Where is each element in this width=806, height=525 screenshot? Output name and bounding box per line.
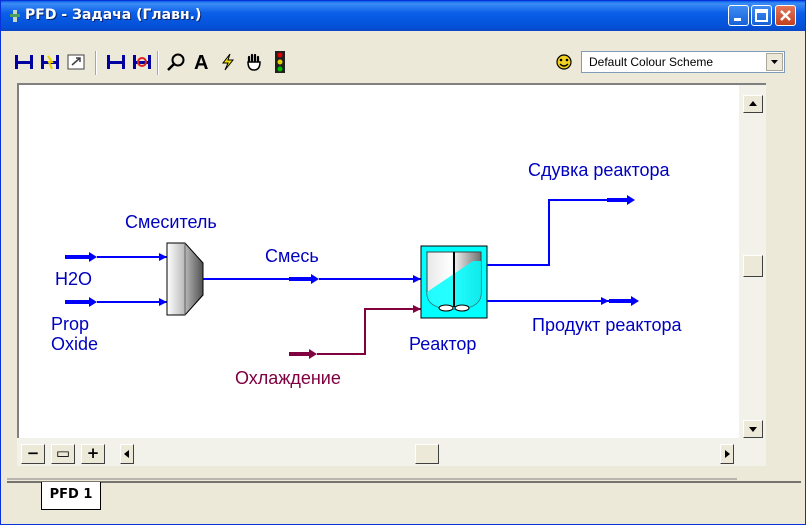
stream-label-prop-oxide-2: Oxide [51, 334, 98, 354]
attach-mode-icon[interactable] [13, 51, 35, 73]
dropdown-button[interactable] [766, 53, 783, 71]
size-mode-icon[interactable] [65, 51, 87, 73]
pfd-canvas[interactable]: H2O Prop Oxide Смеситель [17, 83, 739, 438]
title-bar[interactable]: PFD - Задача (Главн.) [1, 1, 805, 31]
scroll-up-button[interactable] [743, 95, 763, 113]
tab-pfd-1[interactable]: PFD 1 [41, 482, 101, 510]
stream-h2o[interactable] [65, 252, 167, 262]
maximize-button[interactable] [751, 5, 772, 26]
add-stream-icon[interactable] [105, 51, 127, 73]
colour-scheme-select[interactable]: Default Colour Scheme [581, 51, 785, 73]
svg-text:A: A [194, 52, 208, 72]
process-flow-diagram: H2O Prop Oxide Смеситель [51, 160, 683, 388]
toolbar-separator [95, 51, 97, 75]
stream-label-cooling: Охлаждение [235, 368, 341, 388]
zoom-in-button[interactable]: + [81, 444, 105, 464]
minimize-button[interactable] [728, 5, 749, 26]
break-connection-icon[interactable] [39, 51, 61, 73]
traffic-light-icon[interactable] [269, 51, 291, 73]
zoom-out-button[interactable]: − [21, 444, 45, 464]
toolbar: A [7, 45, 801, 77]
maximize-icon [755, 9, 768, 22]
minimize-icon [734, 18, 741, 21]
chevron-down-icon [771, 60, 778, 64]
scroll-left-button[interactable] [120, 444, 134, 464]
colour-scheme-icon[interactable] [553, 51, 575, 73]
stream-vent[interactable] [487, 195, 635, 266]
arrow-right-icon [725, 450, 730, 458]
unit-label-mixer: Смеситель [125, 212, 217, 232]
mixer-unit[interactable] [166, 242, 205, 316]
toolbar-separator [157, 51, 159, 75]
stream-label-mix: Смесь [265, 246, 319, 266]
stream-label-prop-oxide-1: Prop [51, 314, 89, 334]
stream-label-h2o: H2O [55, 269, 92, 289]
hand-icon[interactable] [243, 51, 265, 73]
stream-label-product: Продукт реактора [532, 315, 683, 335]
stream-mix[interactable] [203, 274, 421, 284]
arrow-left-icon [124, 450, 129, 458]
stream-prop-oxide[interactable] [65, 297, 167, 307]
colour-scheme-value: Default Colour Scheme [589, 55, 714, 69]
zoom-fit-button[interactable]: ▭ [51, 444, 75, 464]
reactor-unit[interactable] [420, 245, 488, 319]
window-title: PFD - Задача (Главн.) [25, 7, 202, 23]
arrow-up-icon [749, 101, 757, 106]
tab-strip-line [7, 478, 801, 483]
scroll-right-button[interactable] [720, 444, 734, 464]
close-button[interactable] [775, 5, 796, 26]
auto-position-icon[interactable] [131, 51, 153, 73]
scroll-down-button[interactable] [743, 420, 763, 438]
label-text-icon[interactable]: A [191, 51, 213, 73]
tab-strip: PFD 1 [7, 471, 801, 521]
zoom-icon[interactable] [165, 51, 187, 73]
close-icon [780, 10, 791, 21]
lightning-icon[interactable] [217, 51, 239, 73]
unit-label-reactor: Реактор [409, 334, 476, 354]
arrow-down-icon [749, 427, 757, 432]
horizontal-scroll-thumb[interactable] [415, 444, 439, 464]
vertical-scrollbar[interactable] [739, 83, 766, 438]
vertical-scroll-thumb[interactable] [743, 255, 763, 277]
app-icon [10, 10, 20, 22]
stream-cooling[interactable] [289, 305, 421, 359]
horizontal-scroll-bar: − ▭ + [17, 438, 766, 466]
stream-label-vent: Сдувка реактора [528, 160, 671, 180]
stream-product[interactable] [487, 296, 639, 306]
